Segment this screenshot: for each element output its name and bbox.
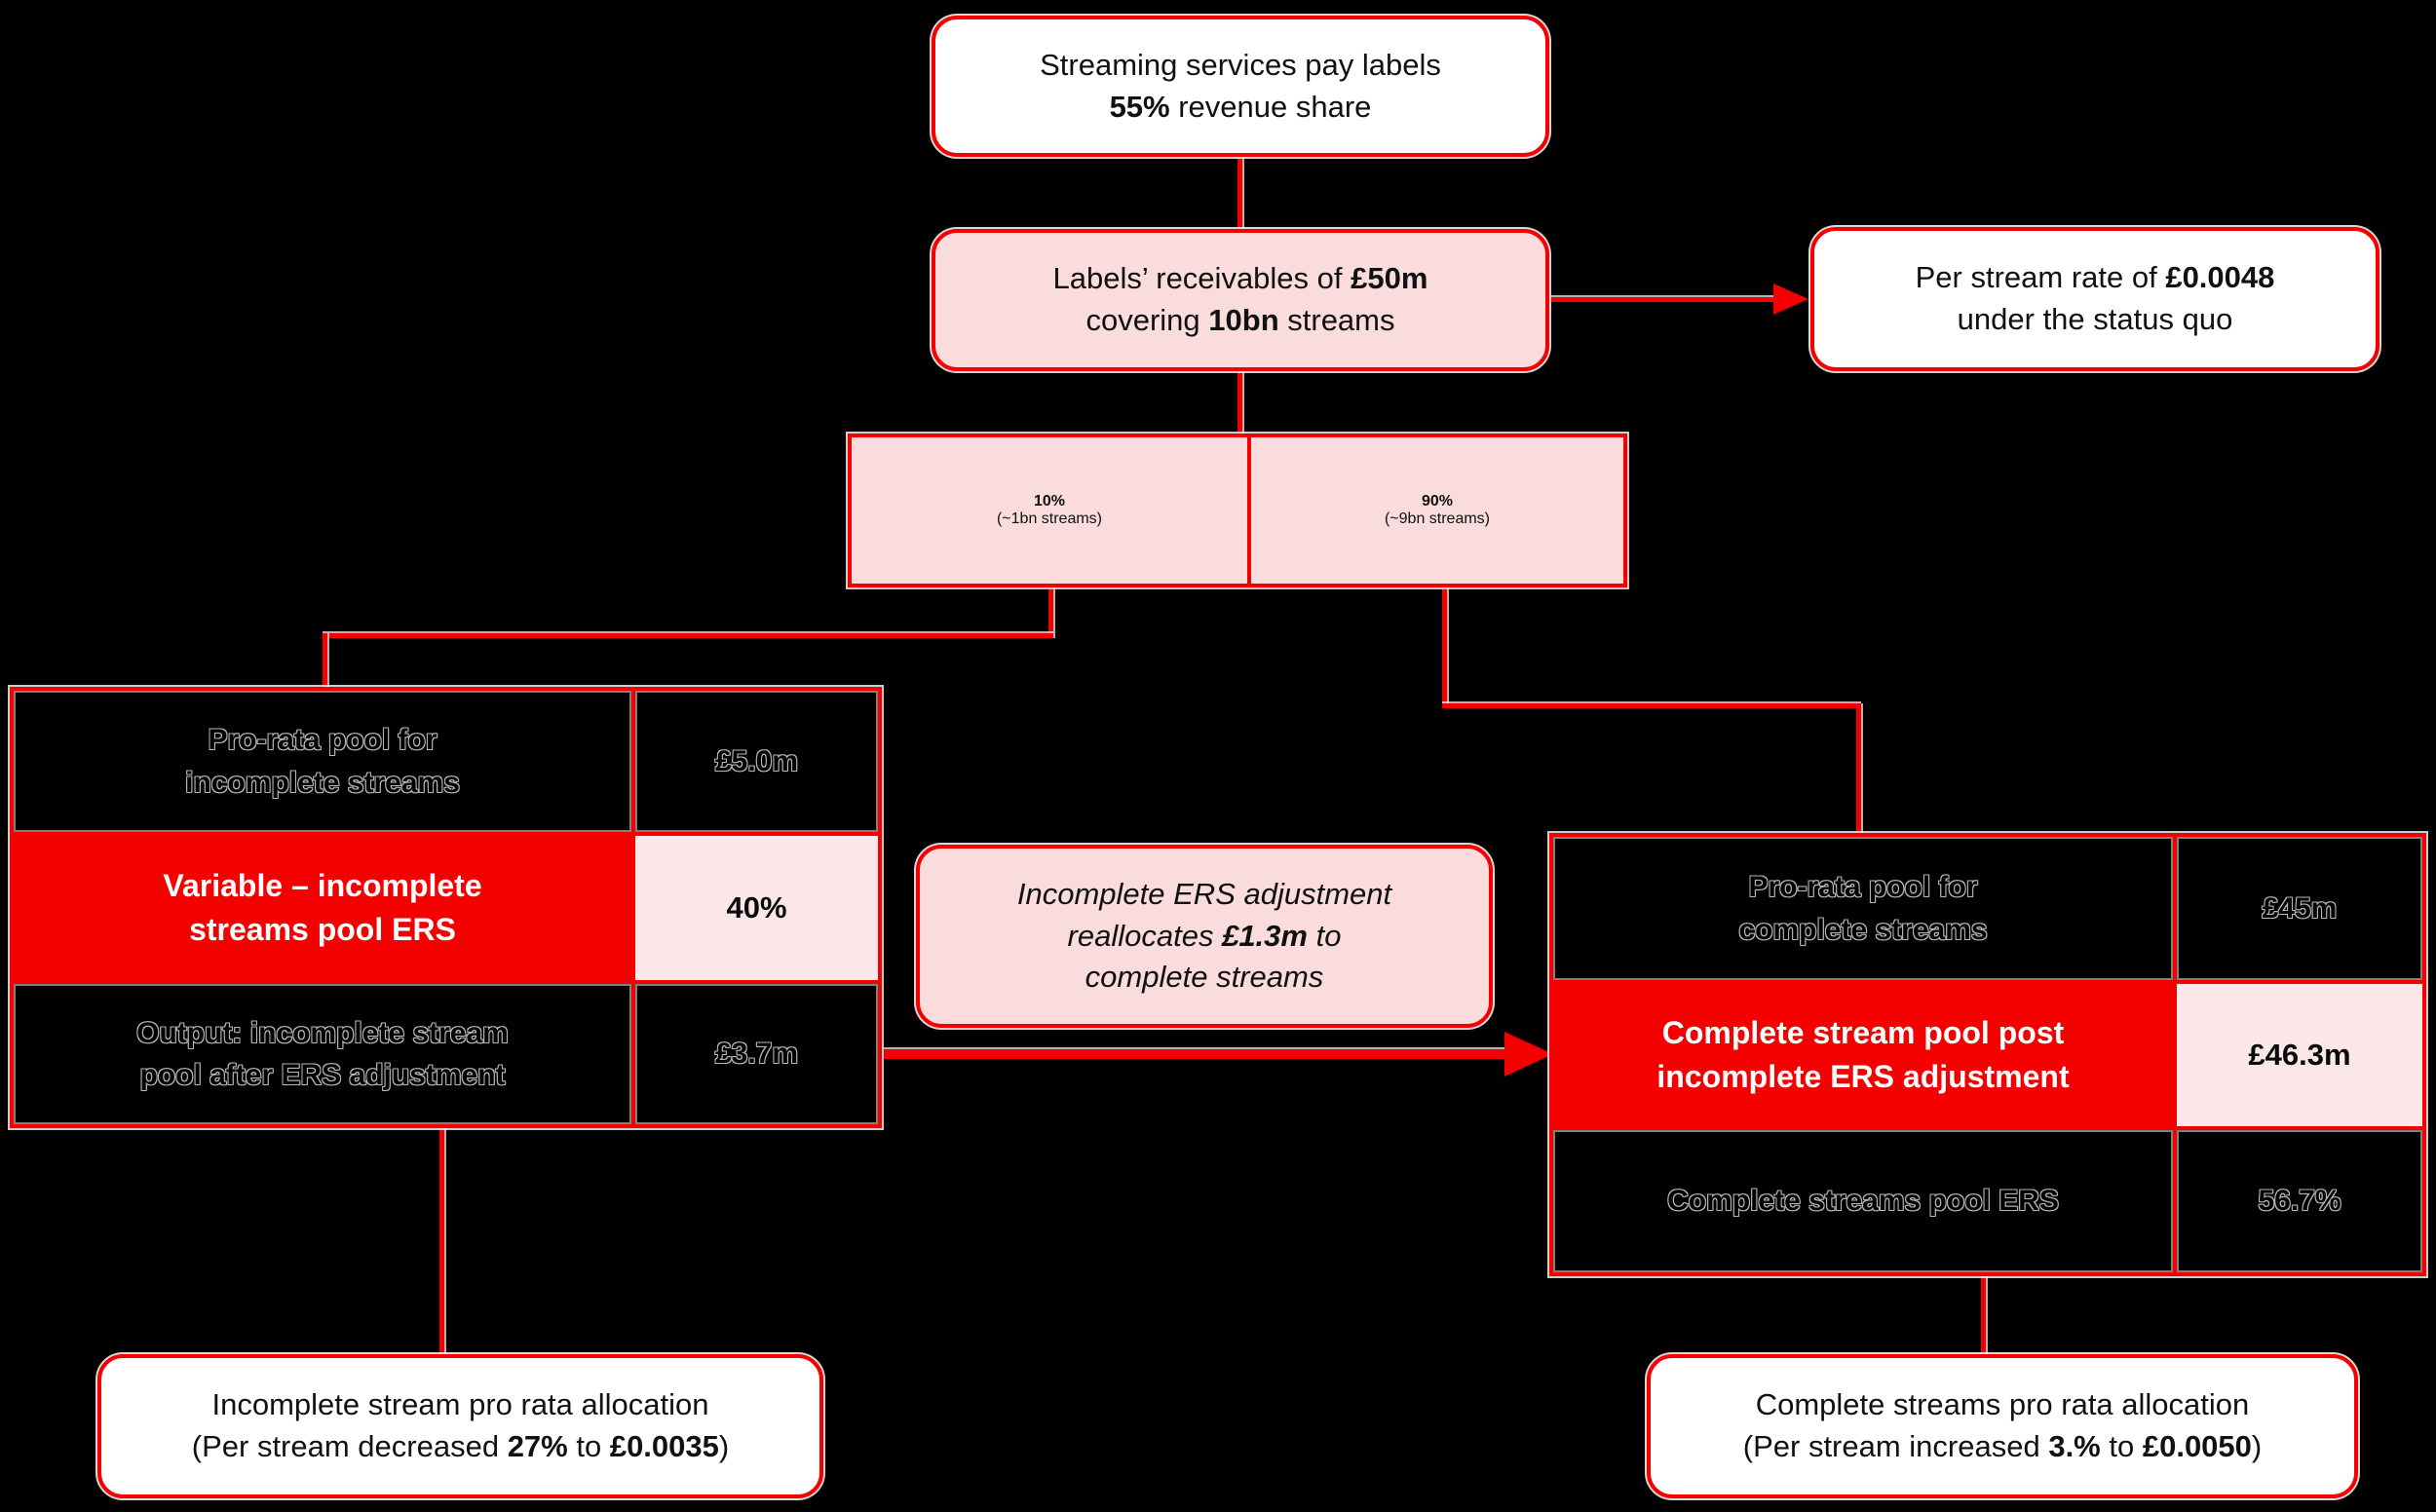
incomplete-allocation-rest2: ) <box>718 1429 730 1463</box>
complete-pool-value-cell: £45m <box>2177 837 2422 980</box>
connector-90pct-right <box>1442 703 1861 708</box>
complete-allocation-mid2: to <box>2100 1429 2143 1463</box>
connector-10pct-into-table <box>323 633 327 690</box>
streams-rest: streams <box>1278 303 1395 337</box>
connector-10pct-left <box>323 633 1053 638</box>
complete-pool-label-cell: Pro-rata pool for complete streams <box>1553 837 2173 980</box>
complete-pool-label1: Pro-rata pool for <box>1748 871 1978 903</box>
connector-receivables-to-split <box>1237 369 1242 437</box>
incomplete-allocation-box: Incomplete stream pro rata allocation (P… <box>97 1354 823 1498</box>
incomplete-output-label-cell: Output: incomplete stream pool after ERS … <box>14 984 631 1124</box>
incomplete-pool-label-cell: Pro-rata pool for incomplete streams <box>14 691 631 832</box>
complete-allocation-rest2: ) <box>2251 1429 2263 1463</box>
split-box: 10% (~1bn streams) 90% (~9bn streams) <box>848 434 1627 587</box>
complete-post-value-cell: £46.3m <box>2177 984 2422 1126</box>
split-cell-incomplete: 10% (~1bn streams) <box>852 437 1247 584</box>
connector-receivables-to-statusquo <box>1551 297 1775 302</box>
complete-post-label-cell: Complete stream pool post incomplete ERS … <box>1553 984 2173 1126</box>
complete-allocation-rate: £0.0050 <box>2142 1429 2252 1463</box>
note-line3: complete streams <box>1085 960 1324 995</box>
incomplete-output-label1: Output: incomplete stream <box>136 1016 509 1049</box>
note-line1: Incomplete ERS adjustment <box>1016 876 1392 911</box>
note-rest2: to <box>1307 918 1342 953</box>
receivables-pre: Labels’ receivables of <box>1052 261 1351 296</box>
complete-post-value: £46.3m <box>2248 1038 2351 1072</box>
connector-90pct-down <box>1442 586 1447 708</box>
complete-allocation-box: Complete streams pro rata allocation (Pe… <box>1647 1354 2358 1498</box>
incomplete-allocation-mid2: to <box>567 1429 610 1463</box>
complete-ers-value-cell: 56.7% <box>2177 1130 2422 1272</box>
covering-pre: covering <box>1085 303 1209 337</box>
incomplete-share-pct: 10% <box>1033 493 1065 510</box>
incomplete-pool-label1: Pro-rata pool for <box>208 724 438 756</box>
complete-share-pct: 90% <box>1421 493 1453 510</box>
status-quo-pre: Per stream rate of <box>1915 260 2166 295</box>
incomplete-output-value: £3.7m <box>714 1038 799 1071</box>
incomplete-pool-value: £5.0m <box>714 744 799 777</box>
incomplete-allocation-text: Incomplete stream pro rata allocation (P… <box>192 1384 729 1468</box>
arrowhead-ers-adjustment <box>1504 1032 1553 1077</box>
receivables-text: Labels’ receivables of £50m covering 10b… <box>1053 258 1428 342</box>
incomplete-allocation-pct: 27% <box>507 1429 568 1463</box>
complete-allocation-pre2: (Per stream increased <box>1742 1429 2049 1463</box>
status-quo-rate: £0.0048 <box>2165 260 2275 295</box>
complete-post-label2: incomplete ERS adjustment <box>1656 1059 2070 1094</box>
note-amount: £1.3m <box>1222 918 1308 953</box>
complete-streams-table: Pro-rata pool for complete streams £45m C… <box>1549 833 2426 1276</box>
variable-ers-label2: streams pool ERS <box>189 912 456 947</box>
complete-share-sub: (~9bn streams) <box>1384 510 1491 527</box>
connector-10pct-down <box>1048 586 1053 638</box>
complete-ers-label-cell: Complete streams pool ERS <box>1553 1130 2173 1272</box>
incomplete-share-sub: (~1bn streams) <box>996 510 1103 527</box>
incomplete-allocation-rate: £0.0035 <box>609 1429 719 1463</box>
split-cell-complete: 90% (~9bn streams) <box>1251 437 1623 584</box>
arrowhead-statusquo <box>1773 284 1808 315</box>
complete-ers-label1: Complete streams pool ERS <box>1667 1185 2059 1218</box>
complete-ers-value: 56.7% <box>2258 1185 2341 1218</box>
receivables-box: Labels’ receivables of £50m covering 10b… <box>932 229 1549 371</box>
complete-pool-value: £45m <box>2262 891 2338 925</box>
complete-post-label1: Complete stream pool post <box>1661 1015 2065 1051</box>
revenue-share-pct: 55% <box>1109 89 1170 124</box>
variable-ers-value-cell: 40% <box>635 836 878 980</box>
streaming-pay-text: Streaming services pay labels 55% revenu… <box>1040 45 1441 129</box>
variable-ers-label1: Variable – incomplete <box>163 868 482 904</box>
revenue-share-rest: revenue share <box>1169 89 1372 124</box>
complete-allocation-line1: Complete streams pro rata allocation <box>1755 1387 2250 1422</box>
variable-ers-label-cell: Variable – incomplete streams pool ERS <box>14 836 631 980</box>
connector-90pct-into-table <box>1856 703 1861 836</box>
incomplete-pool-value-cell: £5.0m <box>635 691 878 832</box>
incomplete-allocation-pre2: (Per stream decreased <box>191 1429 508 1463</box>
incomplete-output-label2: pool after ERS adjustment <box>139 1059 506 1091</box>
connector-complete-to-allocation <box>1981 1274 1986 1358</box>
connector-ers-adjustment-arrow <box>884 1049 1512 1059</box>
complete-allocation-text: Complete streams pro rata allocation (Pe… <box>1743 1384 2262 1468</box>
incomplete-streams-table: Pro-rata pool for incomplete streams £5.0… <box>10 687 882 1128</box>
complete-allocation-pct: 3.% <box>2048 1429 2101 1463</box>
streaming-pay-line1: Streaming services pay labels <box>1040 47 1441 82</box>
variable-ers-value: 40% <box>726 890 787 925</box>
complete-pool-label2: complete streams <box>1738 913 1988 946</box>
streams-total: 10bn <box>1208 303 1279 337</box>
connector-top-to-receivables <box>1237 157 1242 233</box>
connector-incomplete-to-allocation <box>439 1126 444 1358</box>
streaming-pay-box: Streaming services pay labels 55% revenu… <box>932 16 1549 157</box>
receivables-amount: £50m <box>1351 261 1428 296</box>
status-quo-text: Per stream rate of £0.0048 under the sta… <box>1916 257 2275 341</box>
status-quo-line2: under the status quo <box>1957 302 2233 336</box>
note-pre2: reallocates <box>1067 918 1223 953</box>
ers-adjustment-note-text: Incomplete ERS adjustment reallocates £1… <box>1017 874 1391 999</box>
incomplete-allocation-line1: Incomplete stream pro rata allocation <box>211 1387 709 1422</box>
status-quo-box: Per stream rate of £0.0048 under the sta… <box>1810 227 2379 371</box>
incomplete-output-value-cell: £3.7m <box>635 984 878 1124</box>
ers-adjustment-note-box: Incomplete ERS adjustment reallocates £1… <box>916 845 1493 1028</box>
incomplete-pool-label2: incomplete streams <box>185 766 460 799</box>
